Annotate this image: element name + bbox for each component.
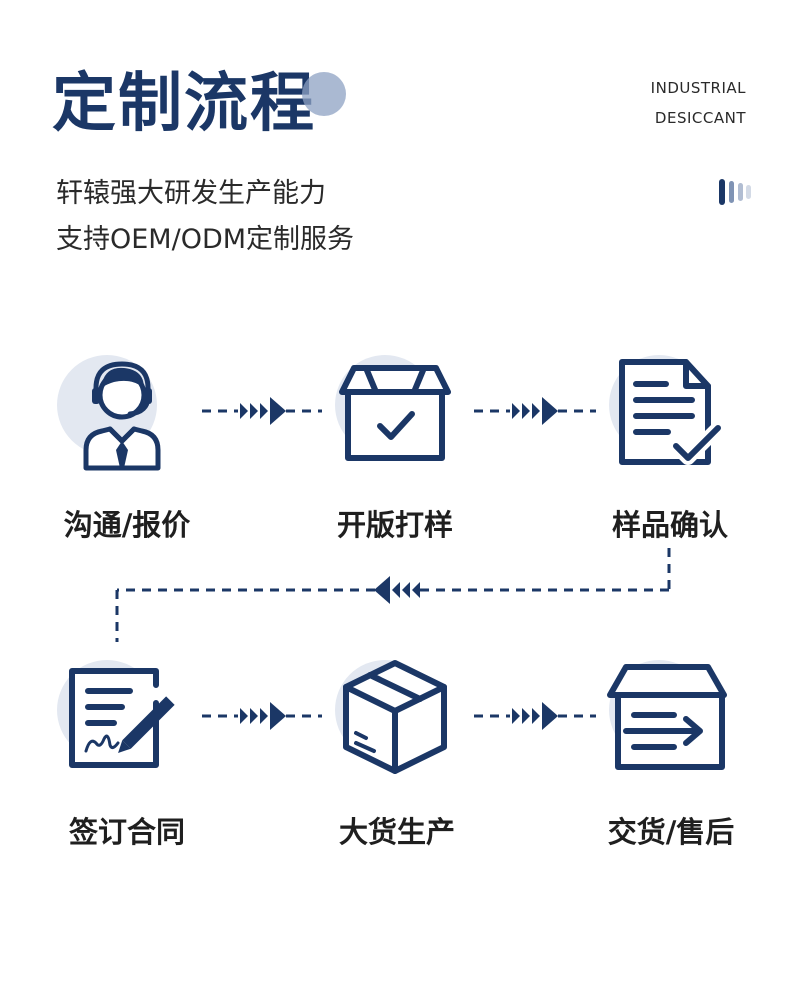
arrow-right-icon — [240, 397, 286, 425]
package-cube-icon — [335, 660, 447, 774]
arrow-right-icon — [512, 397, 558, 425]
title-accent-dot — [302, 72, 346, 116]
checked-box-icon — [335, 355, 451, 461]
subtitle-line-2: 支持OEM/ODM定制服务 — [56, 224, 355, 255]
contract-sign-icon — [57, 660, 175, 768]
arrow-right-icon — [512, 702, 558, 730]
delivery-box-icon — [607, 660, 727, 770]
page-title: 定制流程 — [52, 67, 316, 141]
step-label-4: 签订合同 — [68, 815, 185, 849]
subtitle-line-1: 轩辕强大研发生产能力 — [56, 178, 326, 209]
step-label-5: 大货生产 — [338, 815, 455, 849]
customer-service-icon — [57, 355, 161, 471]
step-label-2: 开版打样 — [336, 508, 453, 542]
arrow-right-icon — [240, 702, 286, 730]
step-label-6: 交货/售后 — [607, 815, 735, 849]
brand-line-2: DESICCANT — [654, 109, 746, 127]
step-label-3: 样品确认 — [611, 508, 728, 542]
step-label-1: 沟通/报价 — [63, 508, 191, 542]
brand-line-1: INDUSTRIAL — [650, 79, 746, 97]
arrow-left-icon — [374, 576, 420, 604]
document-check-icon — [609, 355, 725, 465]
brand-bars-decoration — [719, 179, 751, 205]
